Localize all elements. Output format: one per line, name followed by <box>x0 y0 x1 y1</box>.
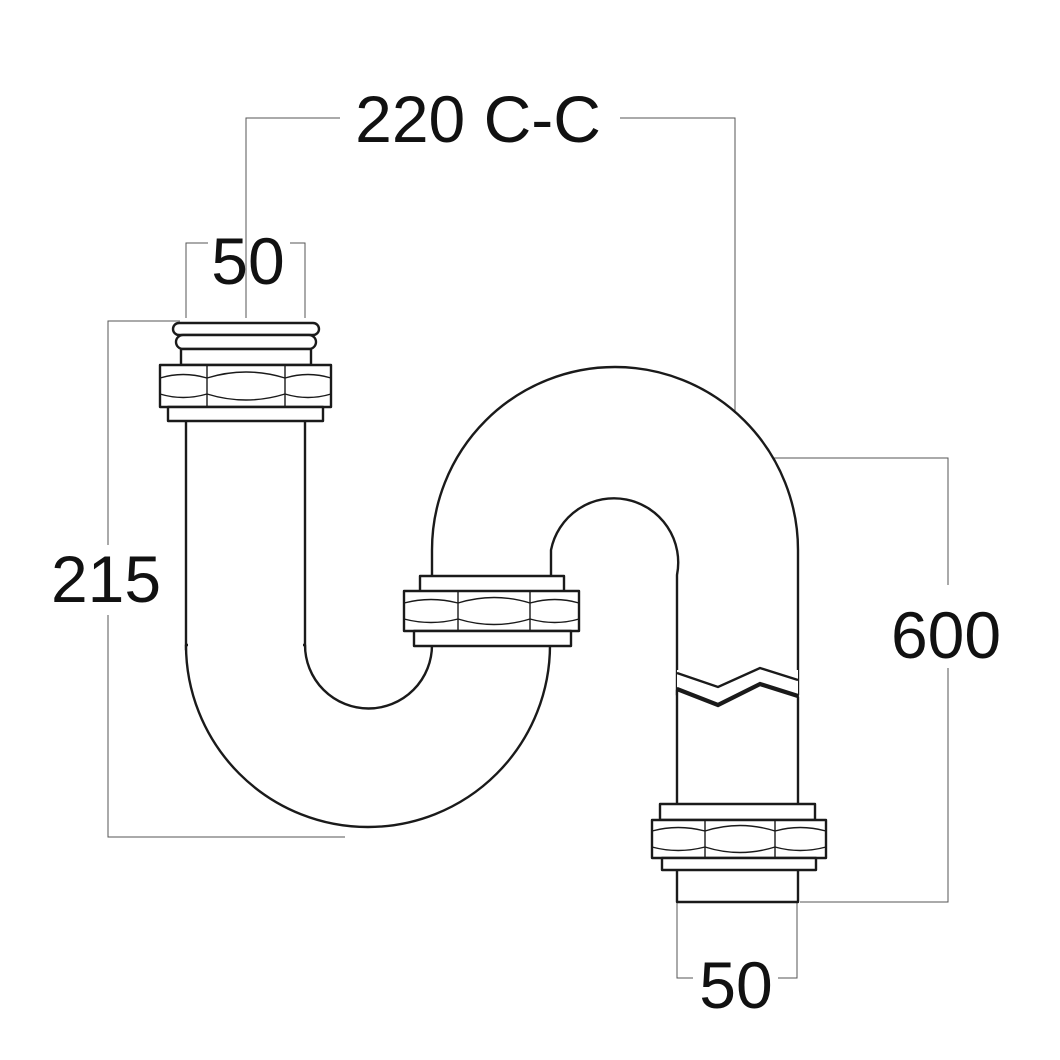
collar-ring-bottom <box>174 333 318 351</box>
center-to-center-label: 220 C-C <box>355 82 601 156</box>
collar-ring-top <box>171 321 321 337</box>
pipe-break-line-upper <box>676 666 799 689</box>
middle-nut <box>402 574 581 648</box>
u-bend-cover <box>188 640 303 650</box>
height-dimension-line <box>107 320 345 838</box>
inlet-collar <box>171 321 321 367</box>
top-bend <box>430 365 800 697</box>
pipe-break-line-lower <box>676 681 799 706</box>
outlet-nut <box>650 802 828 872</box>
inlet-width-dimension-line <box>185 242 306 318</box>
inlet-leg <box>184 416 307 652</box>
outlet-leg-upper <box>677 670 798 704</box>
outlet-length-label: 600 <box>891 598 1001 672</box>
u-bend <box>184 638 552 829</box>
trap-pipe <box>184 365 800 904</box>
outlet-diameter-label: 50 <box>699 948 772 1022</box>
inlet-nut <box>158 363 333 423</box>
height-label: 215 <box>51 542 161 616</box>
outlet-width-dimension-line <box>676 900 798 979</box>
collar-neck <box>179 347 313 367</box>
inlet-diameter-label: 50 <box>211 224 284 298</box>
